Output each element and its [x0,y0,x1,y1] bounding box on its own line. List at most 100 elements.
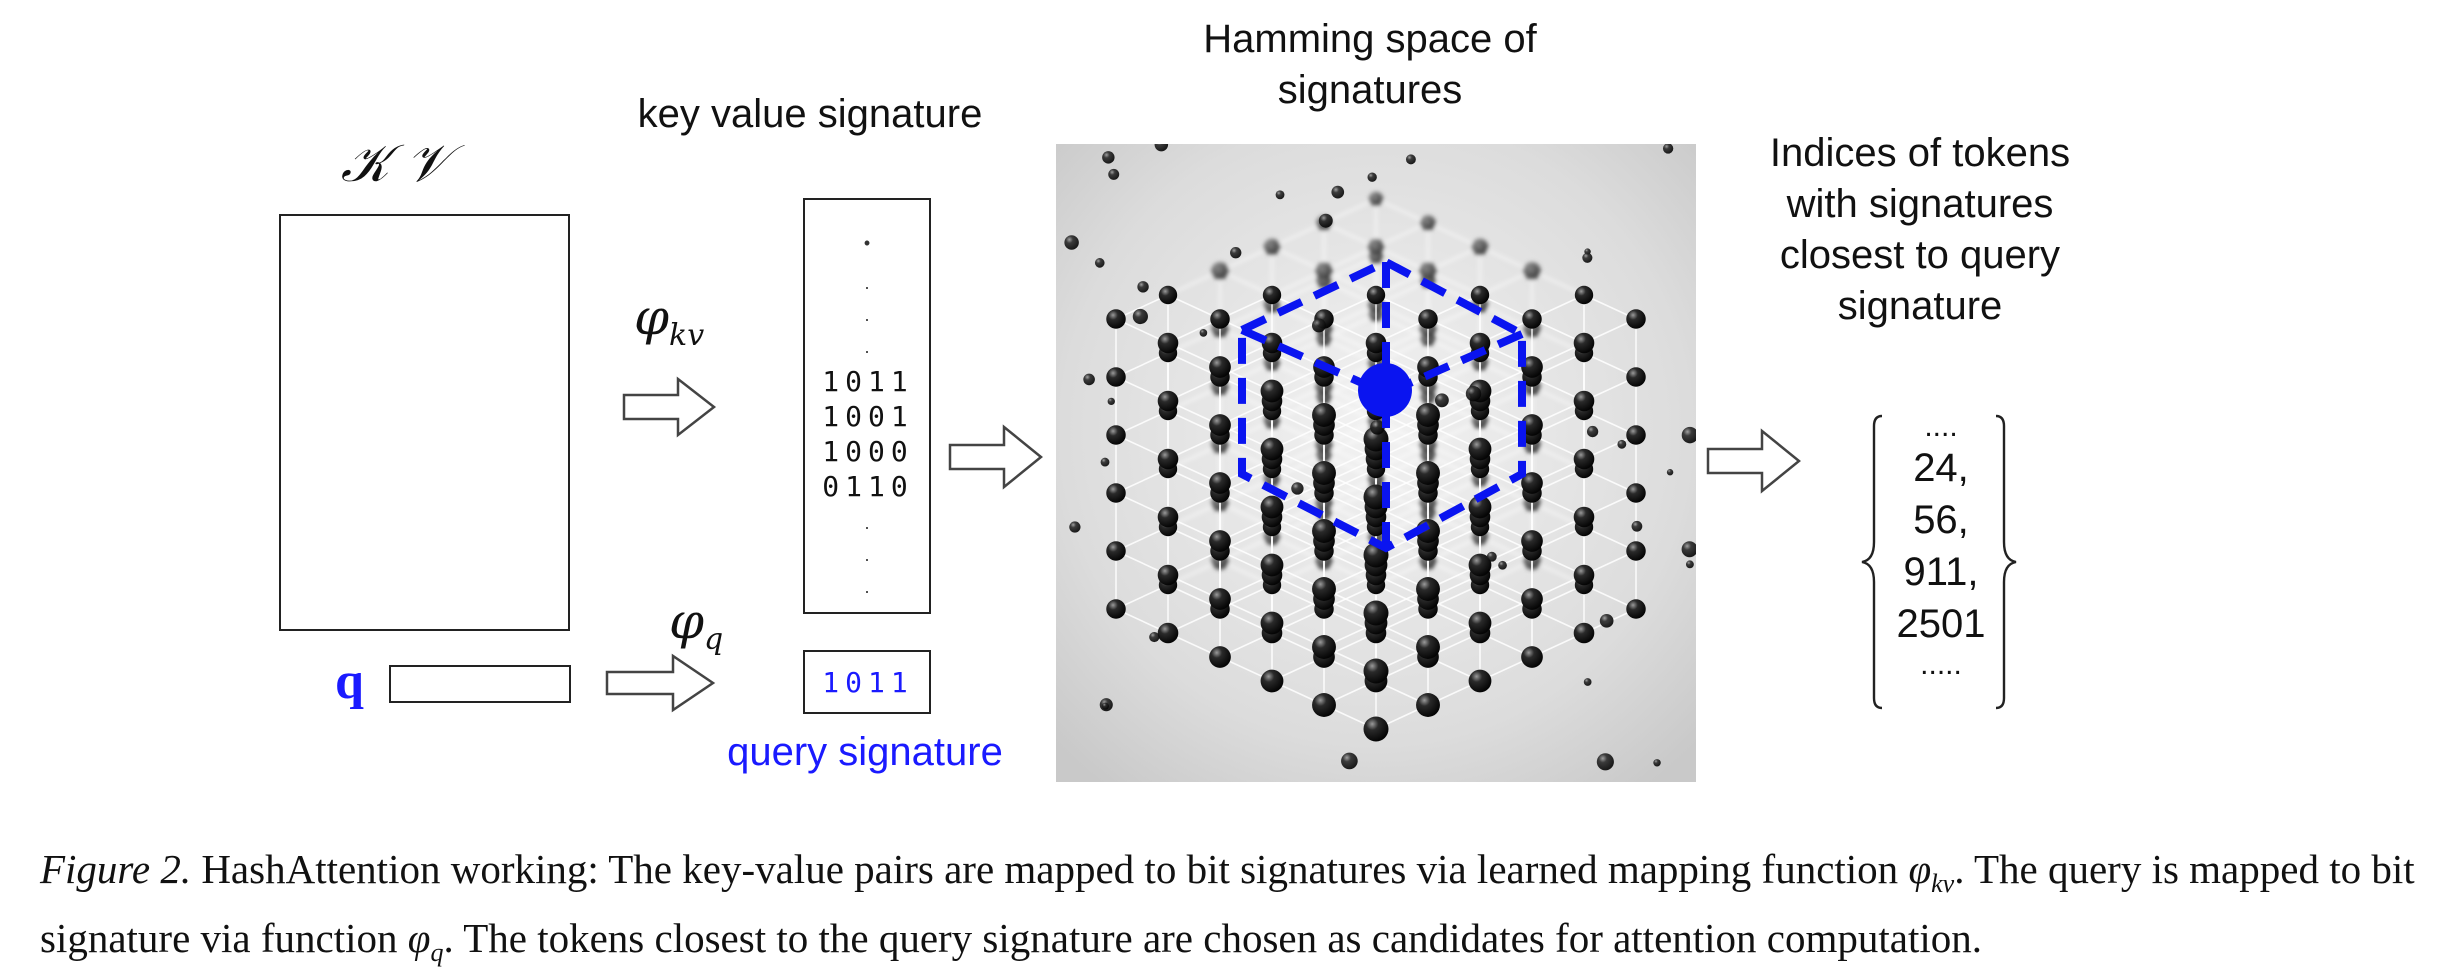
lattice-edge [1271,222,1325,248]
lattice-node [1416,577,1440,601]
lattice-node [1468,553,1492,577]
indices-set-braces [1861,414,2017,710]
lattice-node [1209,530,1231,552]
lattice-edge [1375,454,1429,480]
lattice-node [1468,669,1492,693]
lattice-edge [1375,270,1429,296]
scatter-dot [1149,631,1160,643]
lattice-node [1469,332,1491,354]
lattice-edge [1427,536,1481,562]
lattice-edge [1375,280,1429,306]
lattice-edge [1531,270,1585,296]
lattice-edge [1479,444,1533,470]
lattice-node [1209,356,1231,378]
lattice-node [1260,437,1284,461]
lattice-node [1157,506,1179,528]
lattice-edge [1323,396,1377,422]
scatter-dot [1631,520,1643,532]
lattice-node [1418,309,1438,329]
lattice-edge [1271,512,1325,538]
hamming-title-line: signatures [1277,68,1463,112]
lattice-edge [1323,256,1377,282]
lattice-node [1315,262,1333,280]
lattice-node [1157,448,1179,470]
lattice-node [1521,472,1543,494]
lattice-edge [1427,420,1481,446]
phi-kv-label: φkv [634,288,704,353]
indices-ellipsis-top: .... [1924,410,1958,443]
signature-dot: . [864,545,870,565]
lattice-edge [1323,338,1377,364]
lattice-edge [1323,198,1377,224]
lattice-edge [1323,502,1377,528]
lattice-edge [1427,270,1481,296]
scatter-dot [1064,235,1079,250]
lattice-edge [1167,328,1221,354]
lattice-edge [1323,222,1377,248]
scatter-dot [1102,151,1115,164]
lattice-edge [1375,198,1429,224]
lattice-edge [1531,560,1585,586]
indices-ellipsis-bottom: ..... [1920,648,1962,681]
scatter-dot [1653,759,1661,767]
scatter-dot [1434,393,1449,408]
lattice-node [1363,658,1389,684]
lattice-edge [1323,314,1377,340]
scatter-dot [1199,329,1208,337]
lattice-edge [1323,304,1377,330]
lattice-edge [1375,560,1429,586]
lattice-node [1626,483,1646,503]
hamming-neighborhood-outline [1238,257,1526,553]
to-hamming-arrow-icon [948,424,1043,490]
lattice-edge [1271,444,1325,470]
signature-dot: . [864,337,870,357]
indices-title-line: signature [1837,284,2003,328]
lattice-edge [1427,362,1481,388]
scatter-dot [1583,678,1592,686]
lattice-node [1471,238,1489,256]
lattice-node [1420,215,1436,231]
index-value: 2501 [1896,602,1986,646]
lattice-node [1260,495,1284,519]
lattice-node [1523,262,1541,280]
query-signature-bits: 1011 [822,666,914,699]
caption-text: . The query is mapped to bit signature v… [40,846,2415,962]
lattice-node [1260,553,1284,577]
indices-title: Indices of tokens with signatures closes… [1700,128,2140,332]
lattice-node [1468,437,1492,461]
lattice-edge [1271,270,1325,296]
lattice-edge [1479,246,1533,272]
lattice-node [1209,414,1231,436]
lattice-edge [1531,386,1585,412]
lattice-node [1106,425,1126,445]
phi-q-label: φq [669,592,723,657]
lattice-node [1521,530,1543,552]
phi-kv-subscript: kv [669,318,705,353]
lattice-edge [1219,304,1273,330]
lattice-edge [1479,304,1533,330]
scatter-dot [1681,426,1696,444]
caption-text: HashAttention working: The key-value pai… [201,846,1909,892]
lattice-edge [1323,328,1377,354]
hamming-lattice-image [1056,144,1696,782]
lattice-node [1157,564,1179,586]
lattice-edge [1271,386,1325,412]
lattice-edge [1271,454,1325,480]
lattice-node [1209,472,1231,494]
lattice-edge [1427,328,1481,354]
lattice-node [1574,285,1594,305]
lattice-edge [1167,270,1221,296]
lattice-node [1363,600,1389,626]
lattice-edge [1167,560,1221,586]
lattice-node [1157,622,1179,644]
lattice-node [1366,285,1386,305]
lattice-node [1209,646,1231,668]
lattice-node [1468,495,1492,519]
lattice-edge [1427,454,1481,480]
scatter-dot [1137,281,1149,293]
phi-q-base: φ [669,592,705,650]
scatter-dot [1486,551,1497,562]
lattice-node [1369,192,1383,206]
lattice-node [1157,332,1179,354]
signature-bits-row: 0110 [822,470,914,503]
